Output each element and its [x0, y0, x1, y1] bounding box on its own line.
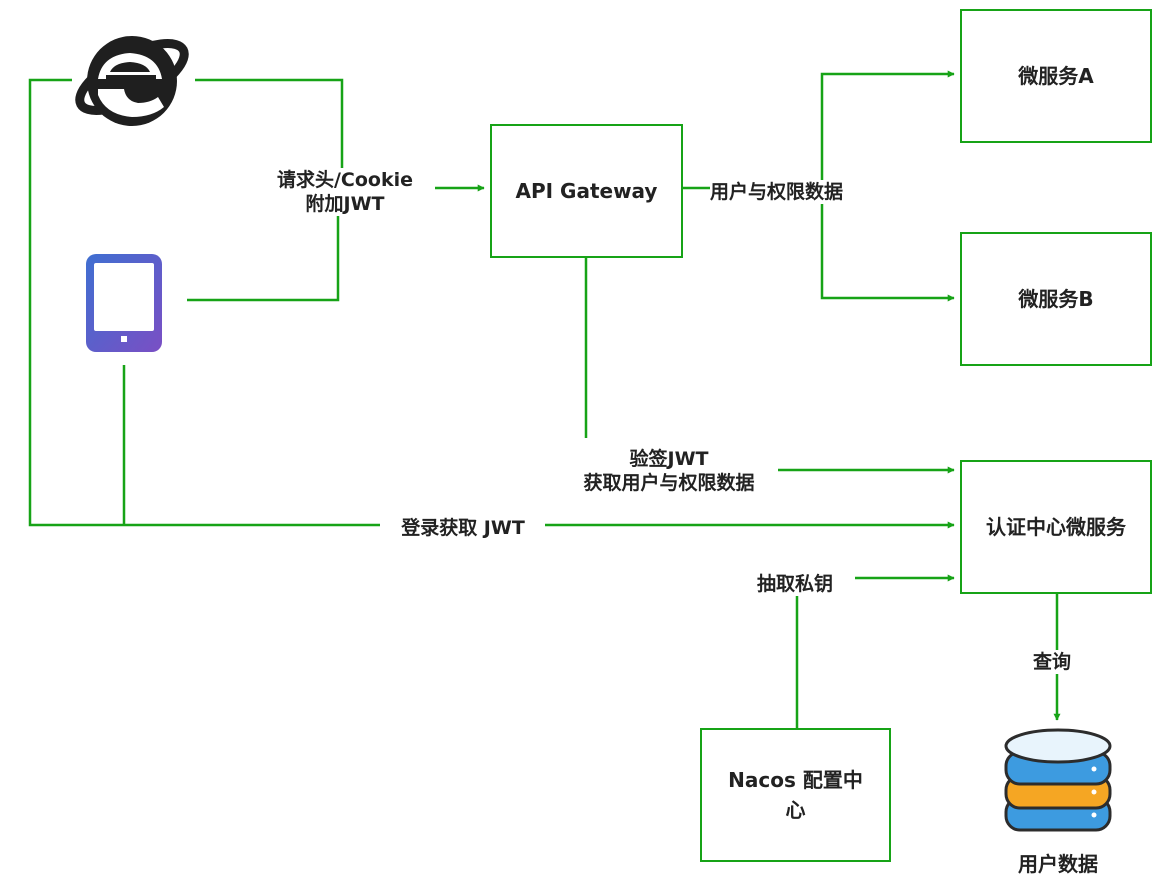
- edge-gateway-to-service-a: [820, 70, 955, 188]
- edge-gateway-to-service-b: [820, 188, 955, 302]
- auth-center-label: 认证中心微服务: [986, 515, 1126, 539]
- api-gateway-node: API Gateway: [490, 124, 683, 258]
- request-header-line1: 请求头/Cookie: [276, 169, 414, 191]
- internet-explorer-icon: [66, 15, 196, 140]
- database-icon: [1002, 726, 1114, 838]
- nacos-config-label: Nacos 配置中心: [728, 768, 863, 822]
- api-gateway-label: API Gateway: [515, 179, 658, 203]
- nacos-config-node: Nacos 配置中心: [700, 728, 891, 862]
- edge-browser-login: [28, 78, 380, 527]
- login-jwt-label: 登录获取 JWT: [383, 516, 543, 540]
- query-label: 查询: [1033, 650, 1072, 674]
- service-b-node: 微服务B: [960, 232, 1152, 366]
- user-permission-data-label: 用户与权限数据: [710, 180, 844, 204]
- edge-tablet-to-gateway: [187, 188, 340, 302]
- extract-key-label: 抽取私钥: [757, 572, 834, 596]
- verify-jwt-label: 验签JWT 获取用户与权限数据: [560, 447, 778, 495]
- service-b-label: 微服务B: [1018, 287, 1094, 311]
- auth-center-node: 认证中心微服务: [960, 460, 1152, 594]
- verify-line1: 验签JWT: [629, 448, 709, 470]
- service-a-label: 微服务A: [1018, 64, 1094, 88]
- tablet-icon: [84, 252, 164, 354]
- service-a-node: 微服务A: [960, 9, 1152, 143]
- user-data-label: 用户数据: [1008, 852, 1108, 876]
- request-header-line2: 附加JWT: [305, 193, 385, 215]
- verify-line2: 获取用户与权限数据: [583, 472, 755, 494]
- request-header-label: 请求头/Cookie 附加JWT: [255, 168, 435, 216]
